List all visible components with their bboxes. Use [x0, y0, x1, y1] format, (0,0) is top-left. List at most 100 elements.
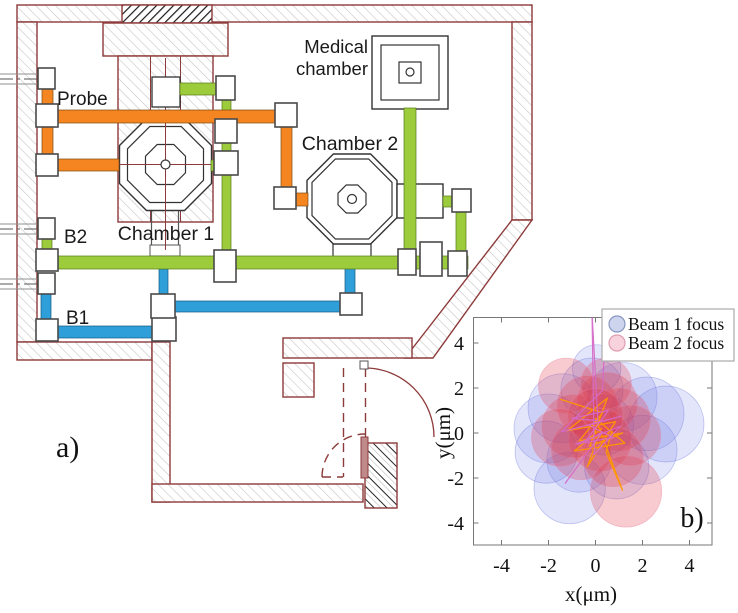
focus-spot-1: [610, 376, 685, 452]
wall-block-top: [102, 22, 229, 57]
focus-spot-1: [514, 420, 578, 484]
medical-chamber-label-line1: Medical: [304, 36, 368, 57]
beam-pipe-b2: [455, 210, 467, 254]
beam-ports-group: [0, 73, 46, 290]
legend-item-2-label: Beam 2 focus: [628, 333, 724, 353]
valve-box: [35, 153, 59, 177]
wall-chicane-block: [282, 362, 315, 398]
pump-box: [213, 249, 237, 283]
x-axis-label: x(μm): [565, 582, 617, 606]
valve-boxes-group: [35, 67, 472, 342]
panel-b-label: b): [680, 503, 703, 534]
plot-ticks-layer: -4 -2 0 2 4 -4 -2 0 2 4: [447, 317, 712, 577]
focus-spot-2: [600, 404, 662, 466]
chamber1-top-port: [151, 76, 181, 108]
medical-chamber-inner: [380, 44, 440, 101]
valve-box: [37, 217, 56, 240]
beam-pipe-probe: [56, 158, 120, 172]
medical-chamber-group: [371, 35, 449, 110]
focus-spot-2: [531, 408, 590, 467]
y-tick-label: 2: [454, 378, 464, 400]
door-leaf: [360, 436, 369, 479]
y-tick-label: -4: [447, 513, 464, 535]
b2-label: B2: [64, 227, 87, 248]
chamber1-target-octagon: [144, 143, 187, 186]
valve-box: [37, 67, 56, 90]
valve-box: [447, 250, 468, 277]
y-tick-label: 4: [454, 333, 464, 355]
valve-box: [35, 103, 59, 128]
focus-spot-1: [627, 385, 705, 463]
valve-box: [37, 272, 56, 295]
medical-chamber-label-line2: chamber: [296, 58, 368, 79]
beam-pipe-b1: [167, 300, 343, 313]
chamber1-octagon-inner: [126, 125, 205, 204]
valve-box: [35, 248, 59, 272]
valve-box: [150, 293, 176, 319]
door-swing-arc: [364, 367, 435, 438]
valve-box: [213, 150, 239, 176]
chamber2-octagon-inner: [311, 158, 393, 240]
x-tick-label: 0: [591, 555, 601, 577]
x-tick-label: 2: [638, 555, 648, 577]
wall-segment: [282, 337, 413, 359]
plot-group: -4 -2 0 2 4 -4 -2 0 2 4 x(μm) y(μm) b) Beam 1 foc…: [431, 308, 735, 606]
diagram-labels-group: Probe B2 B1 Chamber 1 Chamber 2 Medical …: [56, 36, 398, 464]
valve-box: [397, 248, 417, 276]
valve-box: [451, 188, 472, 213]
y-tick-label: -2: [447, 468, 464, 490]
x-tick-label: -4: [493, 555, 510, 577]
door-swing-arc-dashed: [321, 433, 366, 478]
beam-pipe-b2: [403, 107, 417, 251]
wall-door-block: [364, 442, 398, 509]
focus-spot-2: [582, 426, 644, 487]
x-tick-label: -2: [540, 555, 557, 577]
valve-box: [274, 102, 298, 128]
focus-spot-1: [513, 393, 584, 464]
wall-segment: [16, 4, 533, 23]
beam-pipe-b1: [40, 293, 52, 322]
beam-pipe-b1: [158, 268, 169, 297]
beam-path-orange: [560, 397, 626, 492]
legend-group: Beam 1 focus Beam 2 focus: [601, 308, 735, 362]
beam-pipe-probe: [280, 126, 293, 189]
wall-segment: [151, 341, 171, 503]
legend-item-1-label: Beam 1 focus: [628, 314, 724, 334]
panel-a-label: a): [56, 431, 79, 464]
medical-chamber-target-box: [398, 61, 422, 84]
plot-data-layer: [513, 317, 705, 528]
beam-path-magenta: [560, 317, 622, 484]
chamber2-target-octagon: [337, 184, 367, 214]
chamber1-label: Chamber 1: [118, 223, 214, 245]
chamber2-label: Chamber 2: [302, 133, 398, 155]
focus-spot-2: [576, 372, 638, 433]
beam-pipe-b2: [179, 82, 219, 96]
beam-pipe-probe: [41, 126, 54, 157]
legend-marker-beam2: [608, 334, 626, 352]
valve-box: [215, 75, 236, 101]
wall-segment-diagonal: [403, 219, 534, 359]
legend-marker-beam1: [608, 315, 626, 333]
chamber1-focus-point: [160, 159, 171, 170]
valve-box: [151, 316, 177, 342]
wall-segment: [511, 21, 533, 221]
focus-spot-2: [589, 455, 663, 528]
wall-segment: [151, 483, 364, 503]
y-tick-label: 0: [454, 423, 464, 445]
door-group: [321, 360, 435, 479]
shielding-block: [121, 4, 213, 24]
medical-chamber-focus-point: [405, 67, 415, 77]
wall-segment: [16, 21, 38, 343]
beamline-b2-group: [41, 82, 469, 270]
door-hinge: [359, 360, 369, 370]
pump-box: [419, 241, 443, 277]
x-tick-label: 4: [685, 555, 695, 577]
legend-box: [601, 308, 735, 362]
y-axis-label: y(μm): [431, 407, 455, 459]
valve-box: [339, 292, 363, 316]
valve-box: [214, 118, 238, 144]
valve-box: [273, 186, 297, 210]
focus-spot-1: [533, 452, 606, 525]
